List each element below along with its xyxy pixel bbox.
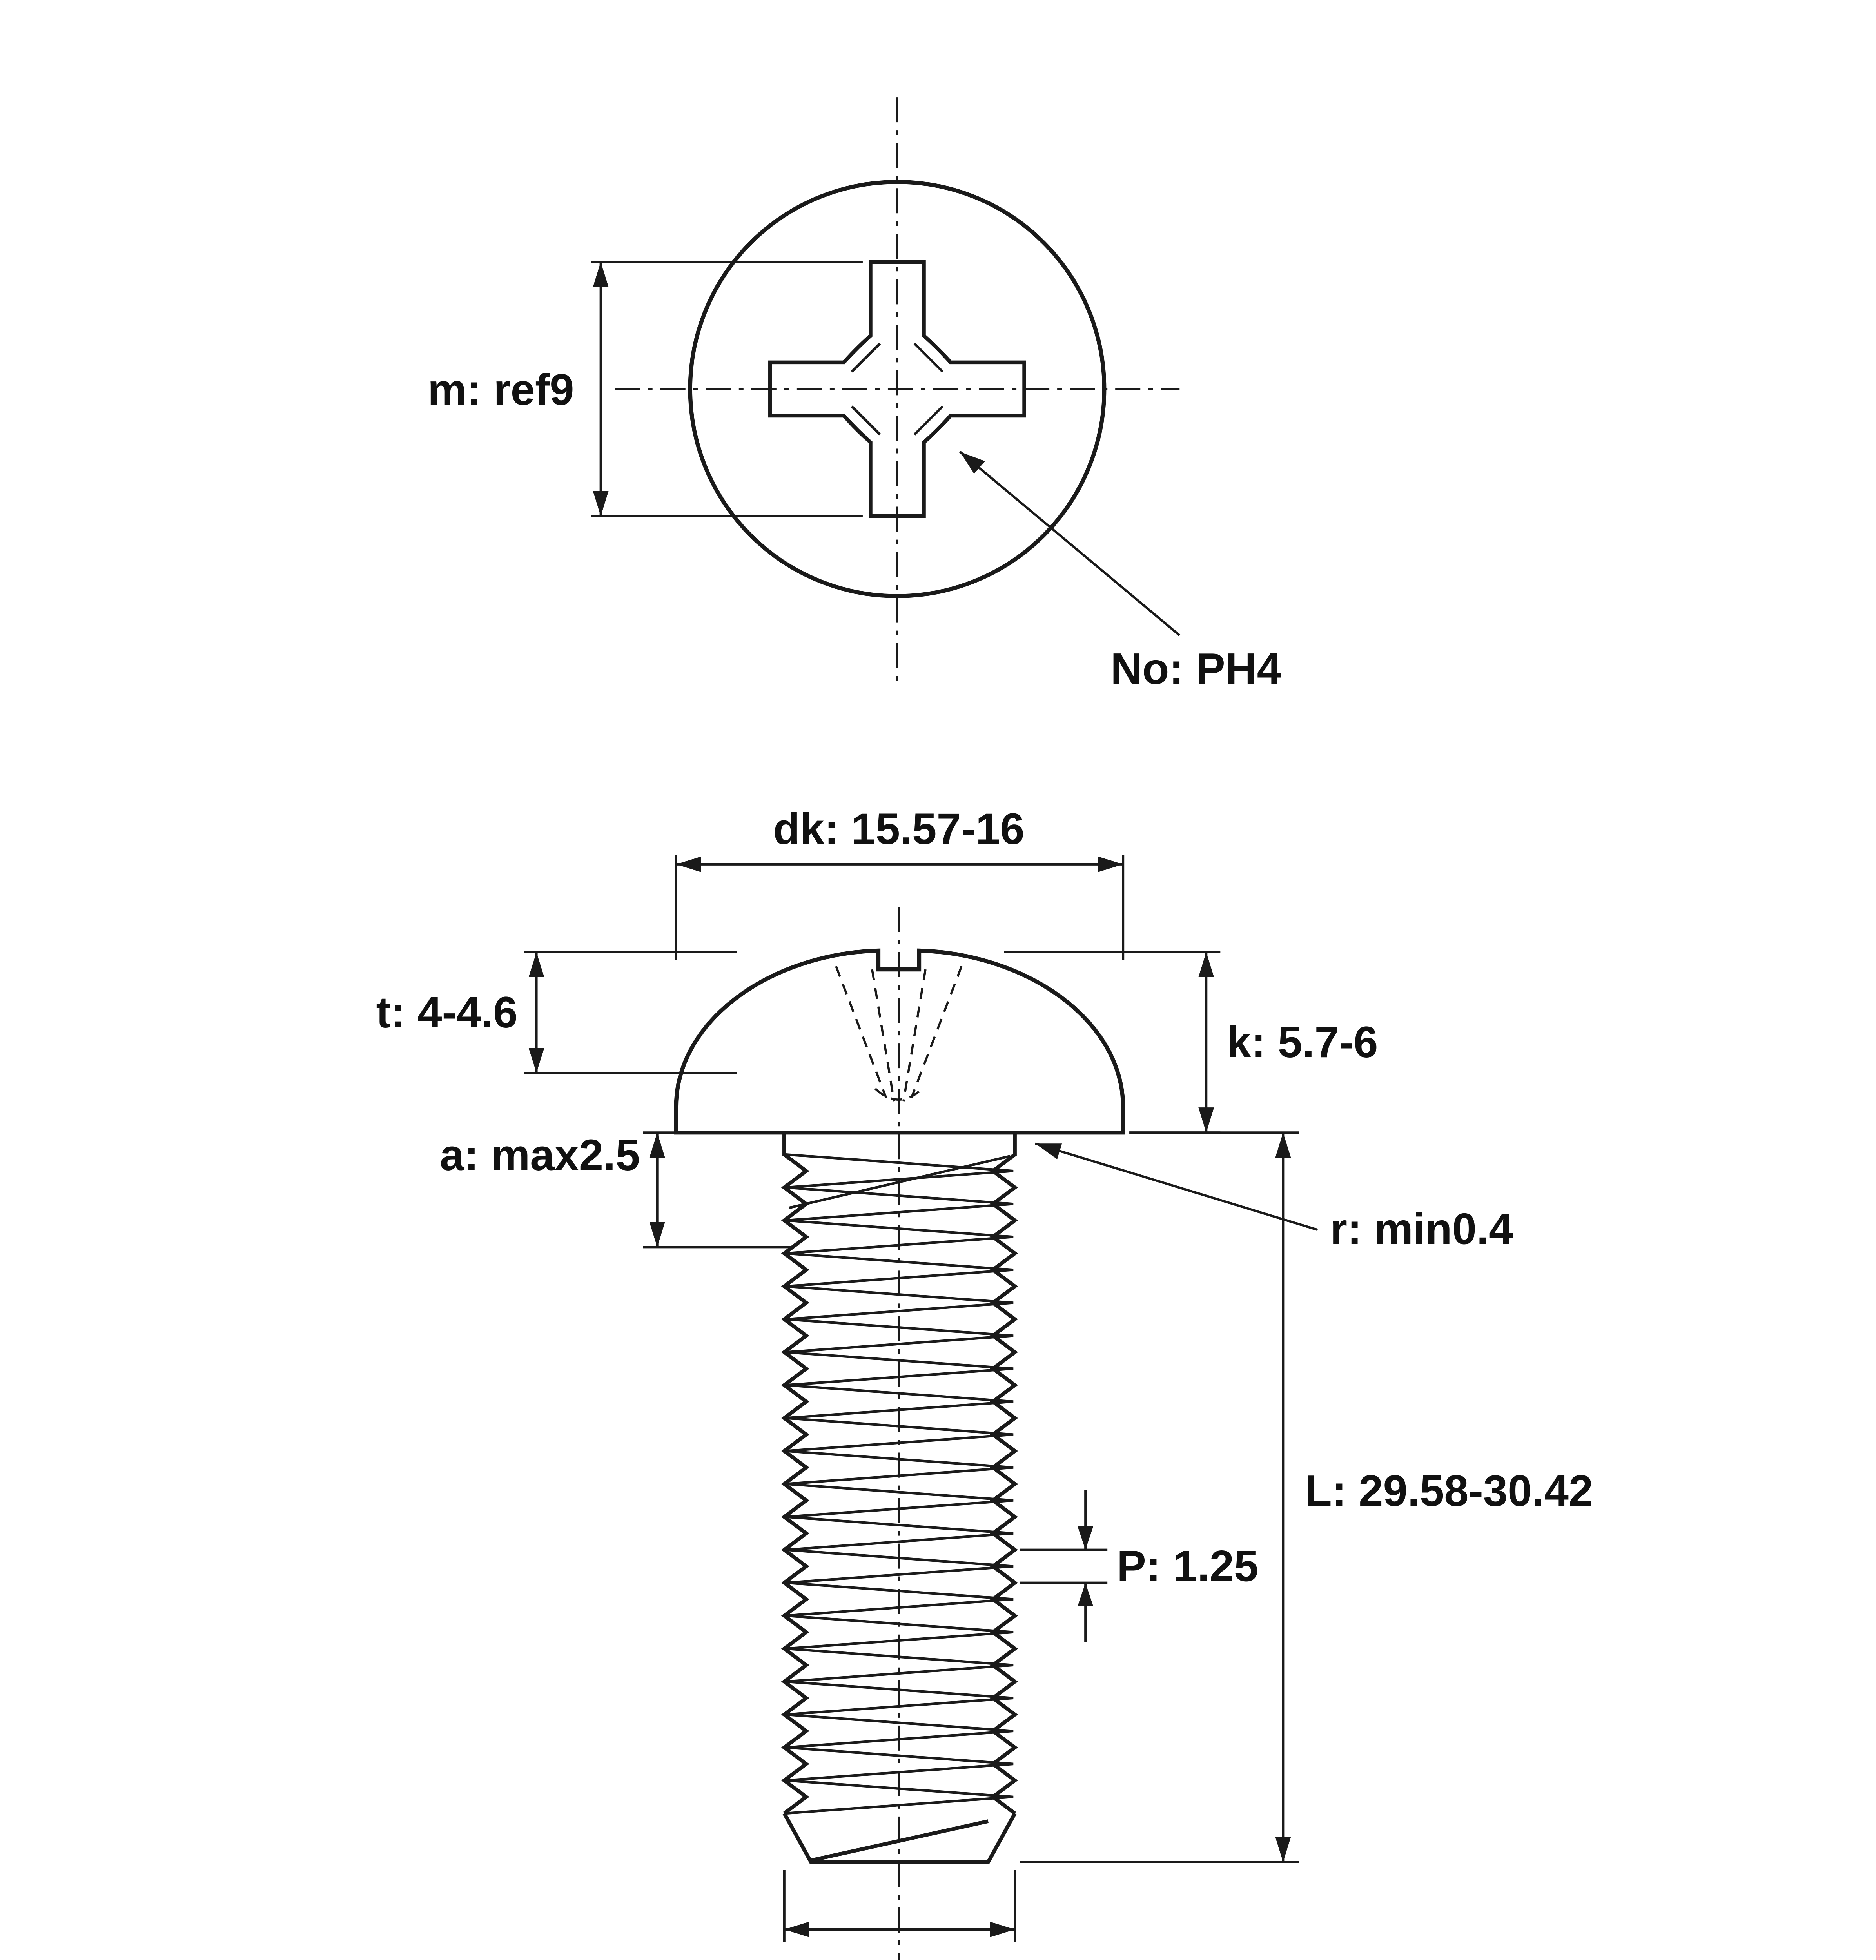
dim-thread-designation [783,1869,1016,1942]
dim-label-fillet-radius: r: min0.4 [1330,1204,1513,1253]
hidden-recess-bottom-arc [874,1088,923,1101]
dim-label-recess-size: m: ref9 [428,365,574,414]
dim-label-head-height: k: 5.7-6 [1226,1018,1378,1067]
dim-label-recess-depth: t: 4-4.6 [376,988,517,1037]
dim-label-head-diameter: dk: 15.57-16 [773,804,1024,853]
side-view [524,855,1318,1960]
dim-recess-depth [524,951,737,1074]
dim-total-length [1020,1131,1299,1863]
thread-profile-left [781,1153,809,1815]
top-view [591,97,1181,681]
recess-wing-arc [851,405,881,436]
chamfered-end [782,1812,1017,1864]
dim-recess-size [591,261,863,517]
leader-recess-type [959,451,1181,636]
hidden-recess-line [910,966,963,1099]
thread-profile-right [990,1153,1018,1815]
hidden-recess-line [835,966,887,1099]
labels: m: ref9 No: PH4 dk: 15.57-16 t: 4-4.6 k:… [376,365,1593,1960]
head-outline-side-view [674,948,1125,1135]
phillips-recess-outline [768,260,1026,518]
dim-label-thread-pitch: P: 1.25 [1117,1542,1258,1591]
thread-spec-label: M8*1.25 [817,1956,980,1960]
hidden-recess-line [902,969,927,1102]
dim-label-incomplete-thread: a: max2.5 [440,1131,640,1180]
dim-incomplete-thread [643,1131,792,1249]
recess-type-label: No: PH4 [1110,644,1281,693]
recess-wing-arc [913,405,944,436]
dim-label-total-length: L: 29.58-30.42 [1305,1466,1593,1515]
dim-head-diameter [675,855,1125,960]
recess-wing-arc [851,343,881,373]
thread-crest-lines [786,1153,1014,1815]
thread-runout-line [789,1155,1011,1209]
recess-wing-arc [913,343,944,373]
dim-thread-pitch [1020,1490,1108,1642]
leader-fillet-radius [1035,1142,1318,1231]
hidden-recess-line [871,969,895,1102]
head-outline-top-view [688,180,1107,598]
